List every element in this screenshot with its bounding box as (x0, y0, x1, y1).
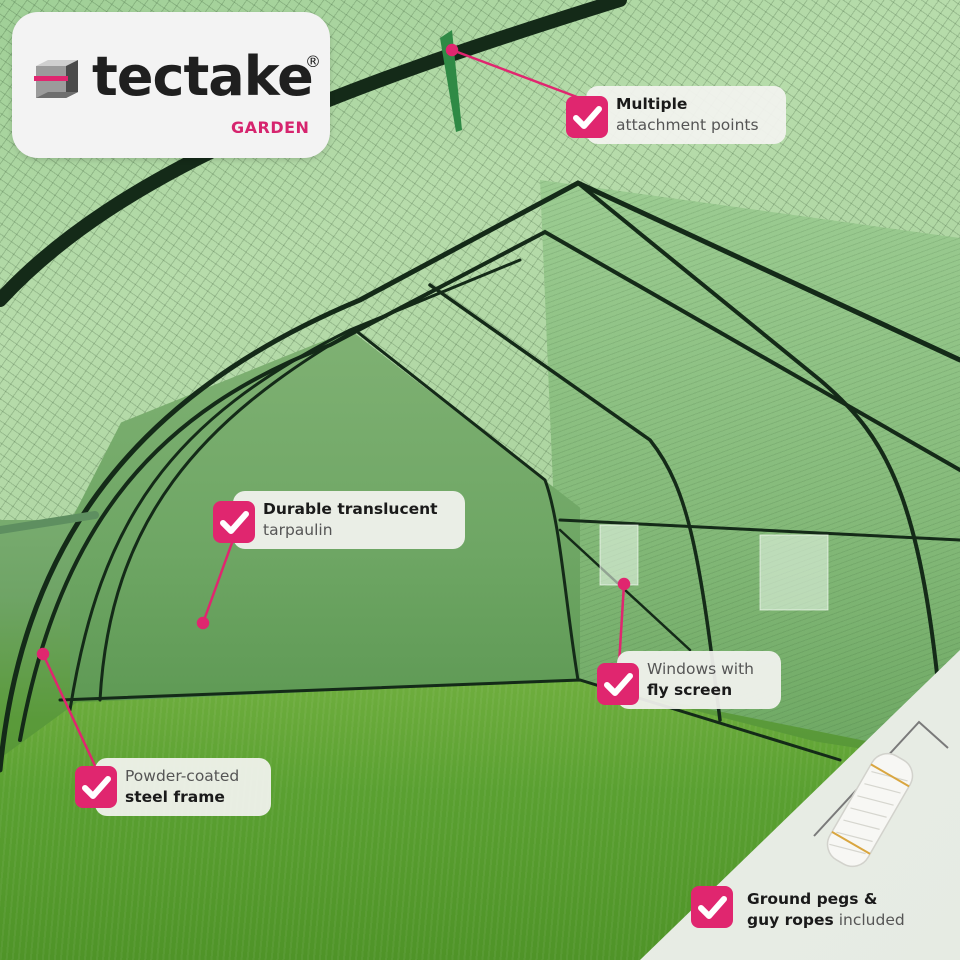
callout-line2-bold: guy ropes (747, 911, 834, 929)
callout-line2: steel frame (125, 788, 225, 806)
callout-line1: Ground pegs & (747, 890, 878, 908)
checkbox-check-icon (566, 96, 608, 138)
registered-mark: ® (305, 52, 321, 71)
brand-logo-card: tectake ® GARDEN (12, 12, 330, 158)
checkbox-check-icon (691, 886, 733, 928)
callout-line1: Durable translucent (263, 500, 438, 518)
brand-wordmark: tectake (92, 45, 314, 108)
brand-subline: GARDEN (231, 118, 310, 137)
tectake-cube-logo-icon (34, 60, 78, 98)
checkbox-check-icon (213, 501, 255, 543)
callout-line2-light: included (833, 911, 905, 929)
callout-line2: fly screen (647, 681, 733, 699)
callout-line1: Powder-coated (125, 767, 240, 785)
callout-line1: Windows with (647, 660, 755, 678)
callout-line1: Multiple (616, 95, 688, 113)
callout-line2: attachment points (616, 116, 759, 134)
callout-line2: tarpaulin (263, 521, 333, 539)
checkbox-check-icon (597, 663, 639, 705)
checkbox-check-icon (75, 766, 117, 808)
